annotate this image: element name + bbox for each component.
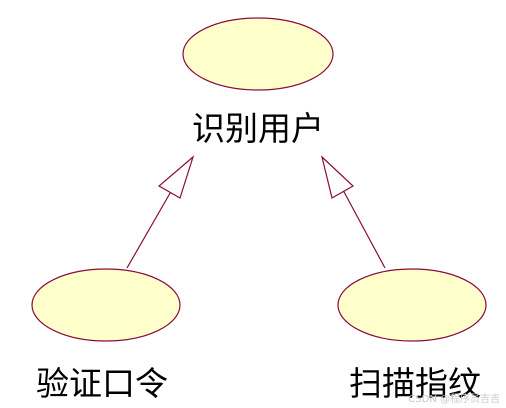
- usecase-verify-password[interactable]: 验证口令: [31, 268, 181, 403]
- generalization-arrow-left-line: [126, 187, 174, 269]
- usecase-identify-user-label: 识别用户: [192, 109, 324, 148]
- generalization-arrow-left-head: [157, 155, 195, 199]
- usecase-scan-fingerprint-ellipse: [337, 268, 487, 342]
- generalization-arrow-left: [126, 155, 195, 269]
- generalization-arrow-right-head: [320, 155, 355, 199]
- usecase-identify-user-ellipse: [182, 17, 334, 91]
- usecase-verify-password-label: 验证口令: [36, 364, 168, 403]
- generalization-arrow-right: [320, 155, 386, 269]
- usecase-scan-fingerprint-label: 扫描指纹: [349, 364, 481, 403]
- usecase-verify-password-ellipse: [31, 268, 181, 342]
- generalization-arrow-right-line: [342, 189, 386, 269]
- watermark-text: CSDN @程序员吉吉: [408, 392, 500, 405]
- usecase-scan-fingerprint[interactable]: 扫描指纹: [337, 268, 487, 403]
- usecase-identify-user[interactable]: 识别用户: [182, 17, 334, 148]
